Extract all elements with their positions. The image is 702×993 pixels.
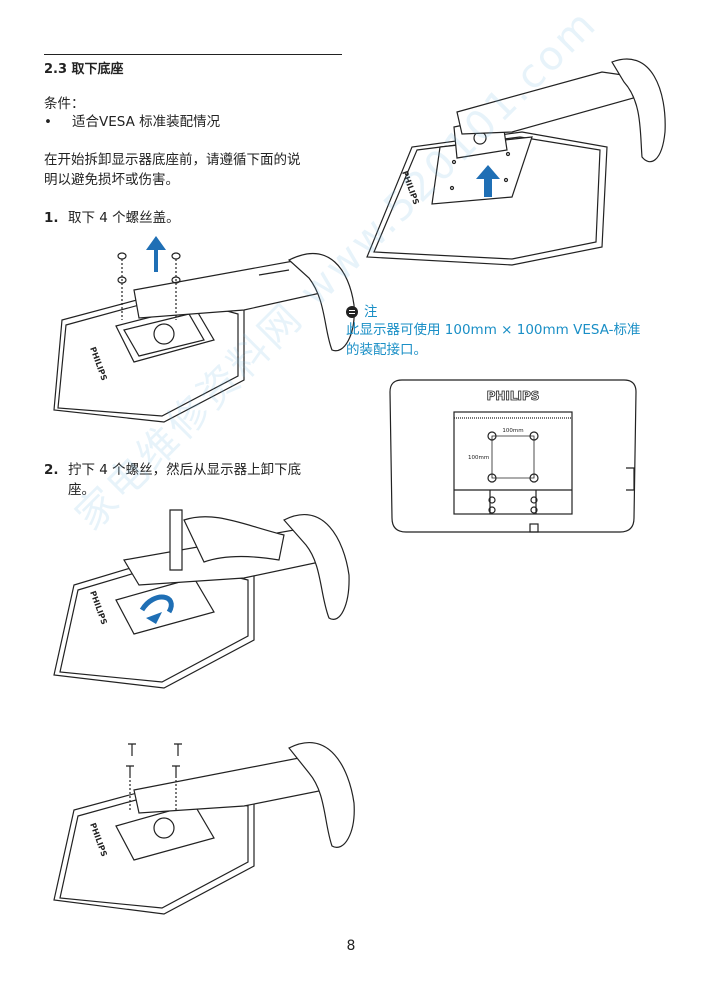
step-2-number: 2. (44, 462, 59, 478)
up-arrow-icon (476, 165, 500, 197)
rotate-arrow-icon (139, 594, 174, 614)
figure-screws-removed: PHILIPS (53, 742, 355, 915)
figure-remove-screw-covers: PHILIPS (53, 236, 355, 423)
step-2-text-line-2: 座。 (68, 482, 95, 498)
intro-line-2: 明以避免损坏或伤害。 (44, 172, 179, 188)
note-label: 注 (364, 304, 378, 320)
dimension-horizontal: 100mm (502, 428, 523, 434)
step-1-text: 取下 4 个螺丝盖。 (68, 210, 180, 226)
step-1-number: 1. (44, 210, 59, 226)
dimension-vertical: 100mm (468, 455, 489, 461)
condition-item: 适合VESA 标准装配情况 (72, 114, 221, 130)
section-title: 2.3 取下底座 (44, 54, 342, 77)
bullet-marker: • (44, 114, 52, 130)
figure-base-detached: PHILIPS (366, 58, 666, 266)
note-text-line-2: 的装配接口。 (346, 342, 427, 358)
page-number: 8 (346, 938, 356, 954)
rear-brand-logo: PHILIPS (487, 389, 540, 403)
note-icon (346, 306, 358, 318)
figure-unscrew-base: PHILIPS (53, 509, 350, 689)
intro-line-1: 在开始拆卸显示器底座前，请遵循下面的说 (44, 152, 301, 168)
note-text-line-1: 此显示器可使用 100mm × 100mm VESA-标准 (346, 322, 641, 338)
conditions-label: 条件： (44, 96, 85, 112)
figure-rear-vesa: PHILIPS 100mm 100mm (389, 379, 637, 533)
up-arrow-icon (146, 236, 166, 272)
step-2-text-line-1: 拧下 4 个螺丝，然后从显示器上卸下底 (68, 462, 302, 478)
